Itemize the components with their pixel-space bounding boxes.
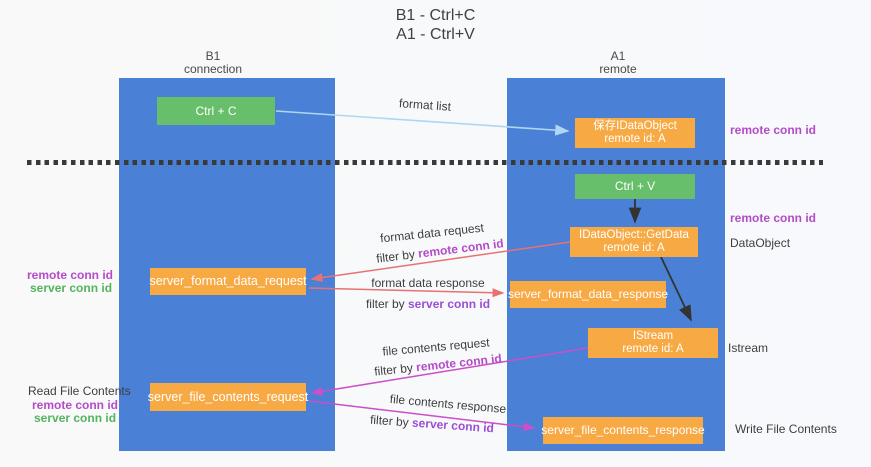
remote-conn-id-text: remote conn id: [415, 351, 503, 375]
left-remote-conn-id-2: remote conn id: [32, 398, 119, 412]
left-server-conn-id-1: server conn id: [30, 281, 113, 295]
format-list-label: format list: [398, 96, 452, 114]
title-line-b1: B1 - Ctrl+C: [395, 7, 476, 24]
read-file-contents-label: Read File Contents: [28, 384, 131, 398]
server-format-data-response-label: server_format_data_response: [507, 287, 669, 301]
ctrl-c-label: Ctrl + C: [195, 103, 237, 118]
server-conn-id-text: server conn id: [408, 297, 491, 311]
node-server-file-contents-response: server_file_contents_response: [541, 417, 705, 444]
right-remote-conn-id-2: remote conn id: [730, 211, 817, 225]
right-remote-conn-id-1: remote conn id: [730, 123, 817, 137]
node-idataobject-getdata: IDataObject::GetData remote id: A: [570, 227, 698, 257]
left-server-conn-id-2: server conn id: [34, 411, 117, 425]
istream-line1: IStream: [632, 330, 674, 342]
filter-by-text: filter by: [375, 247, 416, 266]
format-data-response-label: format data response: [371, 276, 485, 290]
write-file-contents-label: Write File Contents: [735, 422, 837, 436]
diagram-title: B1 - Ctrl+C A1 - Ctrl+V: [0, 6, 871, 44]
node-ctrl-c: Ctrl + C: [157, 97, 275, 125]
lane-b1-name: B1: [205, 49, 221, 63]
server-conn-id-text: server conn id: [411, 415, 495, 436]
node-istream: IStream remote id: A: [588, 328, 718, 358]
node-server-file-contents-request: server_file_contents_request: [147, 383, 309, 411]
istream-line2: remote id: A: [622, 343, 684, 355]
filter-by-text: filter by: [373, 360, 414, 379]
lane-header-b1: B1 connection: [163, 50, 263, 76]
ctrl-v-label: Ctrl + V: [614, 179, 656, 193]
getdata-line2: remote id: A: [603, 242, 665, 254]
node-server-format-data-response: server_format_data_response: [507, 281, 669, 308]
node-ctrl-v: Ctrl + V: [575, 174, 695, 199]
lane-a1-name: A1: [610, 49, 626, 63]
lane-header-a1: A1 remote: [568, 50, 668, 76]
node-save-idataobject: 保存IDataObject remote id: A: [575, 118, 695, 148]
getdata-line1: IDataObject::GetData: [579, 229, 689, 241]
save-idataobject-line2: remote id: A: [604, 133, 666, 145]
filter-by-text: filter by: [369, 412, 410, 430]
server-file-contents-request-label: server_file_contents_request: [147, 389, 309, 404]
save-idataobject-line1: 保存IDataObject: [593, 120, 677, 132]
filter-by-text: filter by: [365, 297, 405, 311]
istream-side-label: Istream: [728, 341, 769, 355]
left-remote-conn-id-1: remote conn id: [27, 268, 114, 282]
dashed-separator-line: [27, 160, 823, 165]
dataobject-label: DataObject: [730, 236, 791, 250]
lane-a1-role: remote: [599, 62, 637, 76]
server-format-data-request-label: server_format_data_request: [149, 274, 307, 288]
node-server-format-data-request: server_format_data_request: [149, 268, 307, 295]
server-file-contents-response-label: server_file_contents_response: [541, 423, 705, 437]
title-line-a1: A1 - Ctrl+V: [396, 26, 475, 43]
lane-b1-role: connection: [183, 62, 243, 76]
